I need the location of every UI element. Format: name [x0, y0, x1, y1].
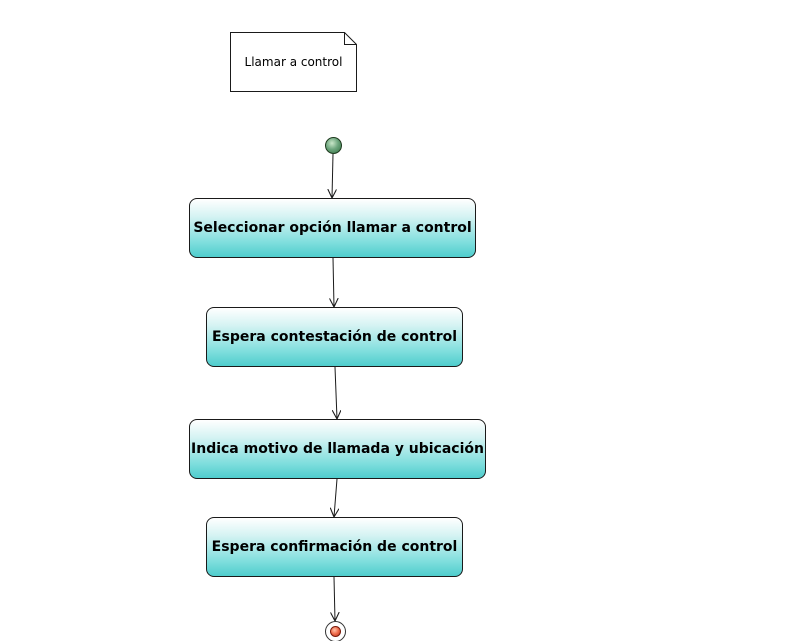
flow-wait-confirm-to-end — [334, 576, 335, 621]
action-indicate-reason: Indica motivo de llamada y ubicación — [189, 419, 486, 479]
final-node-core — [330, 626, 341, 637]
flow-select-to-wait-answer — [333, 257, 334, 307]
diagram-note: Llamar a control — [230, 32, 357, 92]
flow-indicate-to-wait-confirm — [334, 478, 337, 517]
action-wait-confirmation: Espera confirmación de control — [206, 517, 463, 577]
flow-wait-answer-to-indicate — [335, 366, 337, 419]
final-node — [325, 621, 346, 641]
flow-start-to-select — [332, 153, 333, 198]
initial-node — [325, 137, 342, 154]
note-text: Llamar a control — [244, 55, 343, 69]
action-wait-answer: Espera contestación de control — [206, 307, 463, 367]
action-select-option: Seleccionar opción llamar a control — [189, 198, 476, 258]
note-shape — [230, 32, 357, 92]
